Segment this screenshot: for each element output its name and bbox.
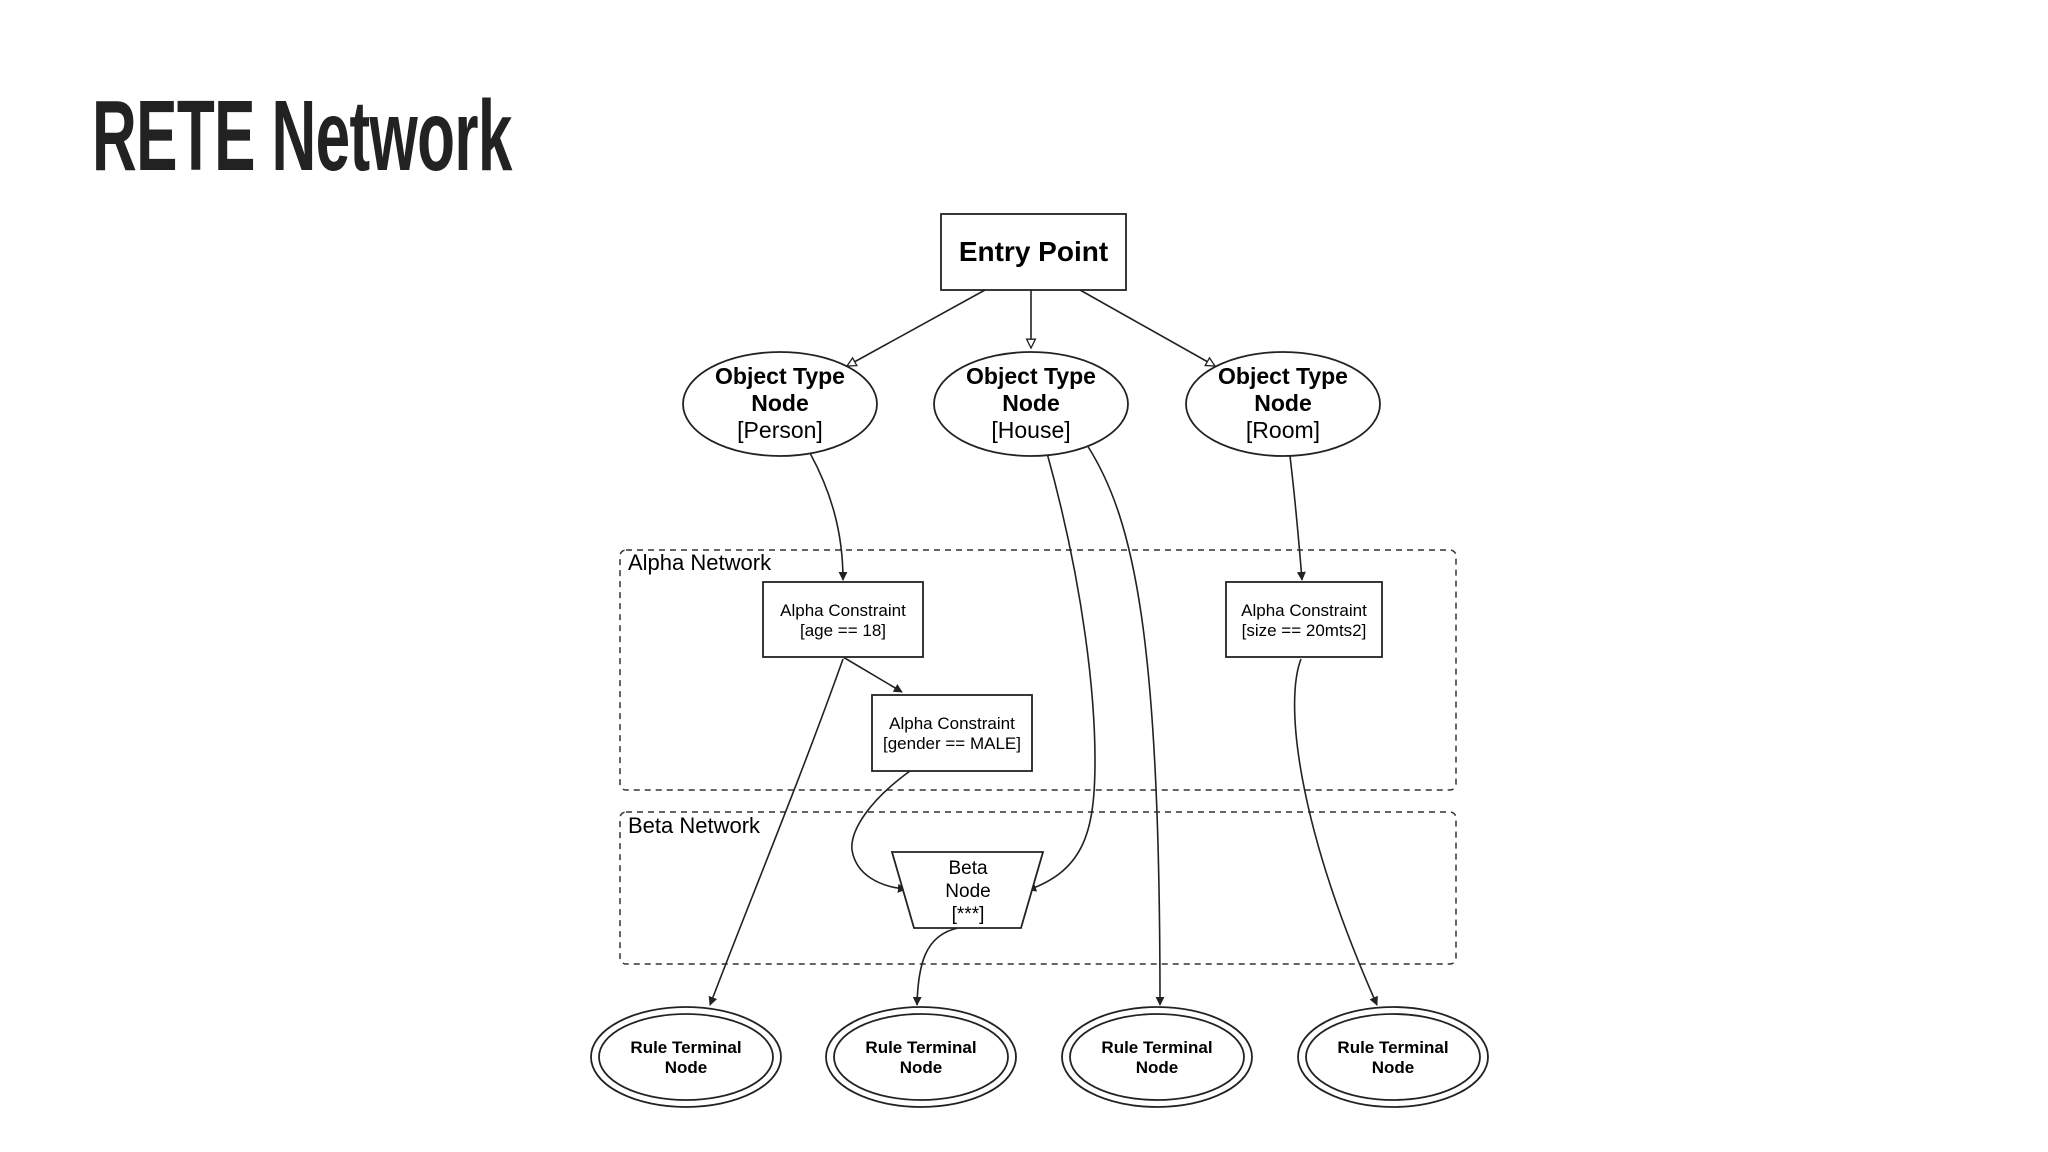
entry-point-node: Entry Point [940, 213, 1127, 291]
alpha-constraint-title: Alpha Constraint [1241, 601, 1367, 620]
object-type-node-line2: Node [751, 390, 809, 416]
rule-terminal-node-4: Rule Terminal Node [1297, 1006, 1489, 1108]
beta-node-line3: [***] [952, 904, 985, 925]
beta-node-line1: Beta [948, 858, 988, 879]
rule-terminal-node-1: Rule Terminal Node [590, 1006, 782, 1108]
edge-person-to-alpha-age [809, 452, 848, 581]
rule-terminal-line2: Node [1372, 1058, 1415, 1077]
alpha-constraint-condition: [size == 20mts2] [1242, 621, 1367, 640]
edge-room-to-alpha-size [1289, 455, 1306, 581]
edge-alpha-age-to-alpha-gender [842, 656, 903, 693]
rule-terminal-line2: Node [1136, 1058, 1179, 1077]
beta-node: Beta Node [***] [890, 851, 1045, 929]
rule-terminal-line2: Node [900, 1058, 943, 1077]
object-type-node-house: Object Type Node [House] [933, 351, 1129, 457]
alpha-constraint-age: Alpha Constraint [age == 18] [762, 581, 924, 658]
object-type-node-line1: Object Type [966, 363, 1096, 389]
object-type-node-line2: Node [1254, 390, 1312, 416]
edge-entry-to-room [1079, 289, 1215, 366]
rule-terminal-line2: Node [665, 1058, 708, 1077]
object-type-node-line1: Object Type [715, 363, 845, 389]
rule-terminal-line1: Rule Terminal [630, 1038, 741, 1057]
alpha-constraint-title: Alpha Constraint [889, 714, 1015, 733]
object-type-node-type: [House] [991, 417, 1070, 443]
rule-terminal-node-2: Rule Terminal Node [825, 1006, 1017, 1108]
rule-terminal-line1: Rule Terminal [1337, 1038, 1448, 1057]
alpha-network-group [619, 549, 1457, 791]
object-type-node-type: [Room] [1246, 417, 1320, 443]
edge-house-to-rule-3 [1086, 444, 1165, 1006]
alpha-constraint-condition: [age == 18] [800, 621, 886, 640]
rule-terminal-line1: Rule Terminal [1101, 1038, 1212, 1057]
edge-alpha-age-to-rule-1 [708, 658, 844, 1006]
alpha-constraint-gender: Alpha Constraint [gender == MALE] [871, 694, 1033, 772]
alpha-network-label: Alpha Network [628, 550, 772, 575]
alpha-constraint-size: Alpha Constraint [size == 20mts2] [1225, 581, 1383, 658]
edge-house-to-beta [1027, 452, 1096, 892]
object-type-node-line1: Object Type [1218, 363, 1348, 389]
alpha-constraint-title: Alpha Constraint [780, 601, 906, 620]
object-type-node-room: Object Type Node [Room] [1185, 351, 1381, 457]
rule-terminal-line1: Rule Terminal [865, 1038, 976, 1057]
object-type-node-line2: Node [1002, 390, 1060, 416]
alpha-constraint-condition: [gender == MALE] [883, 734, 1021, 753]
edge-alpha-size-to-rule-4 [1293, 658, 1378, 1006]
beta-node-line2: Node [945, 881, 990, 902]
edge-beta-to-rule-2 [912, 927, 959, 1006]
edge-entry-to-person [847, 289, 986, 366]
edge-alpha-gender-to-beta [851, 770, 911, 893]
slide-title: RETE Network [92, 80, 512, 192]
object-type-node-type: [Person] [737, 417, 823, 443]
object-type-node-person: Object Type Node [Person] [682, 351, 878, 457]
beta-network-label: Beta Network [628, 813, 761, 838]
rule-terminal-node-3: Rule Terminal Node [1061, 1006, 1253, 1108]
entry-point-label: Entry Point [959, 236, 1108, 267]
beta-network-group [619, 811, 1457, 965]
